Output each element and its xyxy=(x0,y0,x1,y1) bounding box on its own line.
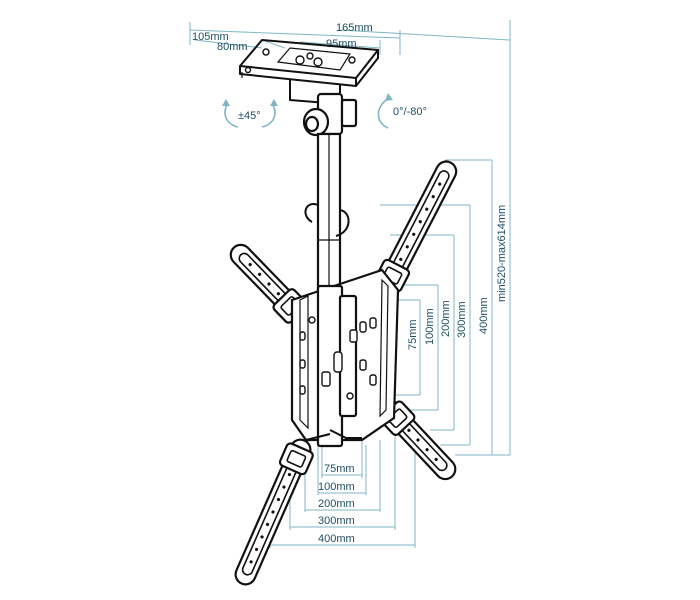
vesa-v-400-label: 400mm xyxy=(478,297,490,334)
swivel-label: ±45° xyxy=(238,110,261,122)
tilt-label: 0°/-80° xyxy=(393,106,427,118)
vesa-h-200-label: 200mm xyxy=(318,498,355,510)
swivel-arrow-right-icon xyxy=(270,99,278,106)
vesa-h-300-label: 300mm xyxy=(318,515,355,527)
plate-depth-label: 105mm xyxy=(192,31,229,43)
vesa-v-100-label: 100mm xyxy=(424,308,436,345)
vesa-h-75-label: 75mm xyxy=(324,463,355,475)
tilt-indicator xyxy=(377,93,393,129)
vesa-v-75-label: 75mm xyxy=(407,319,419,350)
vesa-h-400-label: 400mm xyxy=(318,533,355,545)
tilt-arrow-icon xyxy=(385,93,393,101)
swivel-arrow-left-icon xyxy=(222,99,230,106)
ceiling-plate xyxy=(239,39,379,105)
vesa-v-300-label: 300mm xyxy=(456,301,468,338)
arm-bottom-left xyxy=(234,438,314,586)
ceiling-plate-dimensions xyxy=(189,22,511,55)
height-range-label: min520-max614mm xyxy=(496,205,508,302)
plate-hole-spacing-y-label: 80mm xyxy=(217,41,248,53)
tilt-joint xyxy=(302,92,358,137)
plate-width-label: 165mm xyxy=(336,22,373,34)
vertical-dimensions xyxy=(380,20,511,456)
vesa-v-200-label: 200mm xyxy=(440,300,452,337)
swivel-indicator xyxy=(222,99,278,128)
vesa-h-100-label: 100mm xyxy=(318,481,355,493)
telescopic-pole xyxy=(304,132,350,292)
center-bracket-plate xyxy=(290,268,400,448)
